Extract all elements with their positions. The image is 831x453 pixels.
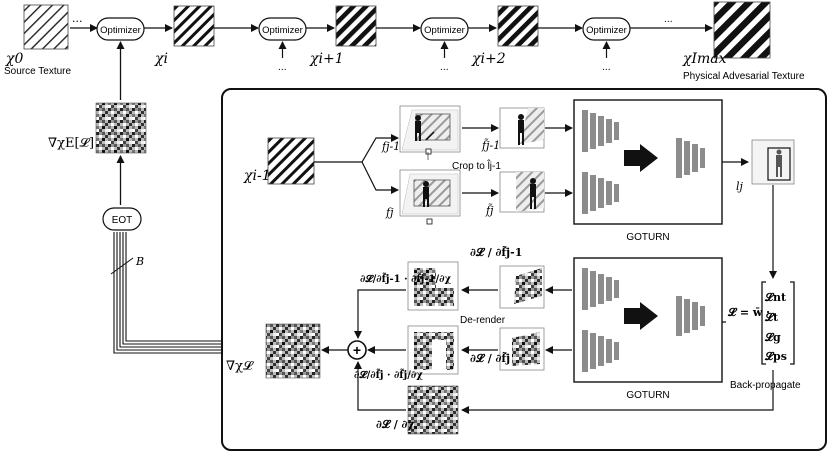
grad-df-prev-text: ∂𝓛 / ∂f̃j-1 [470,246,522,259]
ellipsis-top-1: ... [72,12,83,25]
scene-frame-cur [399,169,461,225]
backprop-label: Back-propagate [730,380,801,391]
ellipsis-opt-2: ... [278,63,287,73]
dL-dchi: ∂𝓛 / ∂χ [376,418,415,431]
gradient-expectation-noise [95,102,147,154]
loss-term-g: 𝓛g [764,331,781,344]
eot-box [102,207,142,231]
chain-cur: ∂𝓛/∂f̃j · ∂f̃j/∂χ [354,369,423,381]
batch-label: B [135,255,144,268]
ellipsis-opt-3: ... [440,63,449,73]
physical-texture-tile [713,1,771,59]
derendered-cur [407,325,459,375]
label-chi-imax: χImax [682,51,727,67]
optimizer-label-3: Optimizer [424,25,465,36]
label-chi-i2: χi+2 [471,51,506,67]
optimizer-label-2: Optimizer [262,25,303,36]
texture-tile-i [173,5,215,47]
derendered-prev [407,261,459,311]
optimizer-box-3 [420,17,469,41]
grad-chi-label: ∇χ𝓛 [226,359,254,374]
texture-tile-input [267,137,315,185]
loss-equation: 𝓛 = w̄ · [727,306,770,319]
goturn-label-top: GOTURN [626,232,669,243]
derendered-full [407,385,459,435]
ellipsis-opt-4: ... [602,63,611,73]
source-texture-tile [23,4,69,50]
loss-term-t: 𝓛t [764,311,779,324]
label-chi0: χ0 [5,51,23,67]
label-f-j-1: fj-1 [381,140,400,153]
goturn-network-top [573,99,723,225]
pipeline-panel [221,88,827,451]
crop-prev [499,107,545,149]
grad-df-cur: ∂𝓛 / ∂f̃j [470,352,510,365]
left-column: ∇χE[𝓛] EOT B [48,41,222,354]
derender-label: De-render [460,315,506,326]
eot-label: EOT [112,215,133,226]
grad-texture-noise [265,323,321,379]
backward-pass: 𝓛nt 𝓛t 𝓛g 𝓛ps 𝓛 = w̄ · GOTURN Back-propa… [226,246,801,435]
forward-pass: χi-1 fj-1 fj f̃j-1 [243,99,795,279]
grad-crop-prev [499,265,545,309]
label-ftilde-j-1-top: f̃j-1 [481,139,500,152]
backprop-line: Back-propagate [730,380,801,391]
output-label: lj [736,180,744,193]
label-f-j: fj [385,206,394,219]
scene-frame-prev [399,105,461,160]
grad-df-prev: ∂𝓛 / ∂f̃j-1 [470,246,522,259]
crop-cur [499,171,545,213]
top-row: ... Optimizer Optimizer ... Optimizer ..… [4,1,805,82]
label-chi-i1: χi+1 [309,51,344,67]
optimizer-box-4 [582,17,631,41]
optimizer-box-1 [96,17,145,41]
loss-term-nt: 𝓛nt [764,291,787,304]
label-chi-i: χi [154,51,168,67]
crop-label: Crop to l̂j-1 [452,158,501,172]
texture-tile-i2 [497,5,539,47]
label-chi-i-1: χi-1 [243,168,271,184]
output-bbox-frame [751,139,795,185]
label-ftilde-j-top: f̃j [485,204,494,217]
goturn-network-bottom [573,257,723,383]
optimizer-label-1: Optimizer [100,25,141,36]
sum-symbol: + [353,342,361,358]
texture-tile-i1 [335,5,377,47]
source-texture-caption: Source Texture [4,66,72,77]
grad-df-cur-text: ∂𝓛 / ∂f̃j [470,352,510,365]
dL-dchi-text: ∂𝓛 / ∂χ [376,418,415,431]
chain-prev-text: ∂𝓛/∂f̃j-1 · ∂f̃j-1/∂χ [360,273,451,285]
chain-cur-text: ∂𝓛/∂f̃j · ∂f̃j/∂χ [354,369,423,381]
grad-crop-cur [499,327,545,371]
chain-prev: ∂𝓛/∂f̃j-1 · ∂f̃j-1/∂χ [360,273,451,285]
gradient-expectation-label: ∇χE[𝓛] [48,136,94,151]
physical-texture-caption: Physical Advesarial Texture [683,71,805,82]
loss-vector: 𝓛nt 𝓛t 𝓛g 𝓛ps [761,281,795,365]
ellipsis-top-5: ... [664,15,673,25]
loss-term-ps: 𝓛ps [764,350,787,363]
goturn-label-bottom: GOTURN [626,390,669,401]
optimizer-label-4: Optimizer [586,25,627,36]
optimizer-box-2 [258,17,307,41]
